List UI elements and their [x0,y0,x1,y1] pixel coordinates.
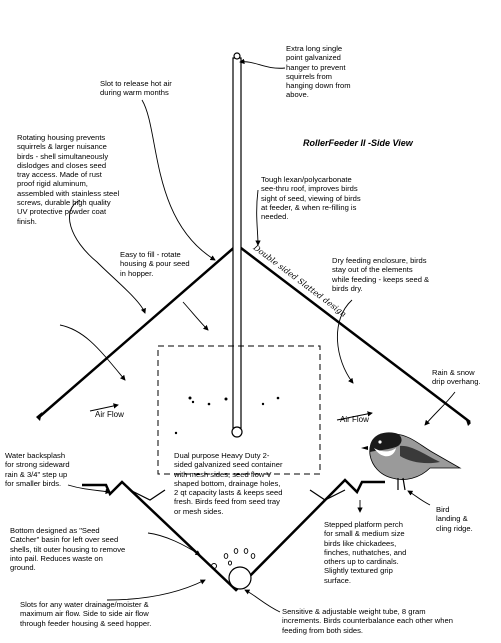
label-hanger: Extra long single point galvanized hange… [286,44,351,100]
label-dry-enclosure: Dry feeding enclosure, birds stay out of… [332,256,430,293]
label-slots-drainage: Slots for any water drainage/moister & m… [20,600,152,628]
label-easy-fill: Easy to fill - rotate housing & pour see… [120,250,190,278]
label-backsplash: Water backsplash for strong sideward rai… [5,451,70,488]
label-roof: Tough lexan/polycarbonate see-thru roof,… [261,175,361,222]
label-perch: Stepped platform perch for small & mediu… [324,520,407,585]
label-container: Dual purpose Heavy Duty 2- sided galvani… [174,451,283,516]
roof-eave-tips [36,412,471,426]
drain-hole [211,563,217,569]
housing-bottom [82,478,385,592]
seed-hopper [157,345,321,475]
label-weight-tube: Sensitive & adjustable weight tube, 8 gr… [282,607,453,635]
label-landing: Bird landing & cling ridge. [436,505,473,533]
drainage-slots [223,548,256,566]
label-seed-catcher: Bottom designed as "Seed Catcher" basin … [10,526,126,573]
label-slot-hot-air: Slot to release hot air during warm mont… [100,79,172,98]
seed-tray [129,489,346,501]
weight-tube [228,566,252,590]
label-air-flow-left: Air Flow [95,410,124,419]
hanger-rod [231,52,243,438]
label-rotating-housing: Rotating housing prevents squirrels & la… [17,133,120,226]
label-rain-drip: Rain & snow drip overhang. [432,368,481,387]
leader-lines [59,58,456,613]
label-air-flow-right: Air Flow [340,415,369,424]
seed-bits [174,396,280,435]
chickadee-bird-icon [361,432,462,491]
diagram-title: RollerFeeder II -Side View [303,138,413,148]
